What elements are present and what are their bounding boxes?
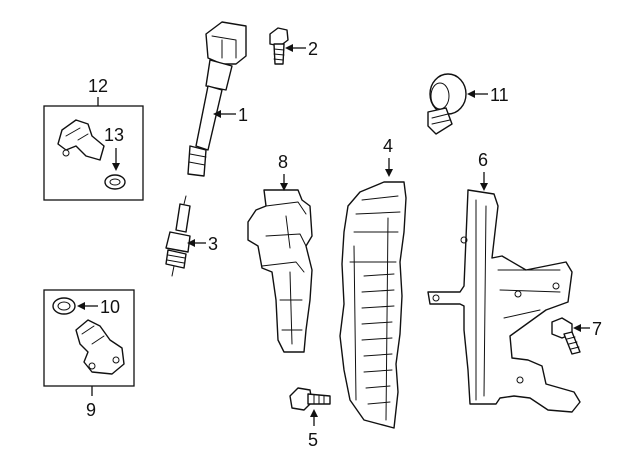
callout-10: 10 xyxy=(77,297,120,317)
callout-6: 6 xyxy=(478,150,488,191)
callout-2-label: 2 xyxy=(308,39,318,59)
callout-1: 1 xyxy=(213,105,248,125)
camshaft-sensor-part xyxy=(57,119,105,161)
control-module-part xyxy=(339,181,407,429)
callout-6-label: 6 xyxy=(478,150,488,170)
o-ring-13-part xyxy=(104,174,126,190)
mounting-bracket-part xyxy=(427,189,581,413)
callout-12: 12 xyxy=(88,76,108,106)
callout-2: 2 xyxy=(285,39,318,59)
callout-4-label: 4 xyxy=(383,136,393,156)
crankshaft-sensor-part xyxy=(75,319,125,375)
callout-9: 9 xyxy=(86,386,96,420)
callout-7-label: 7 xyxy=(592,319,602,339)
bolt-5-part xyxy=(289,387,331,411)
callout-8-label: 8 xyxy=(278,152,288,172)
o-ring-10-part xyxy=(52,297,76,315)
callout-13: 13 xyxy=(104,125,124,171)
callout-11-label: 11 xyxy=(490,85,509,105)
callout-3: 3 xyxy=(187,234,218,254)
callout-12-label: 12 xyxy=(88,76,108,96)
callout-13-label: 13 xyxy=(104,125,124,145)
callout-11: 11 xyxy=(467,85,509,105)
spark-plug-part xyxy=(165,195,191,277)
callout-5: 5 xyxy=(308,409,318,450)
housing-cover-part xyxy=(247,189,313,353)
callout-5-label: 5 xyxy=(308,430,318,450)
callout-1-label: 1 xyxy=(238,105,248,125)
knock-sensor-part xyxy=(427,73,467,135)
callout-9-label: 9 xyxy=(86,400,96,420)
callout-4: 4 xyxy=(383,136,393,177)
callout-7: 7 xyxy=(573,319,602,339)
bolt-part xyxy=(269,27,289,65)
callout-3-label: 3 xyxy=(208,234,218,254)
callout-10-label: 10 xyxy=(100,297,120,317)
ignition-coil-part xyxy=(187,21,247,177)
callout-8: 8 xyxy=(278,152,288,191)
bolt-7-part xyxy=(551,317,581,355)
